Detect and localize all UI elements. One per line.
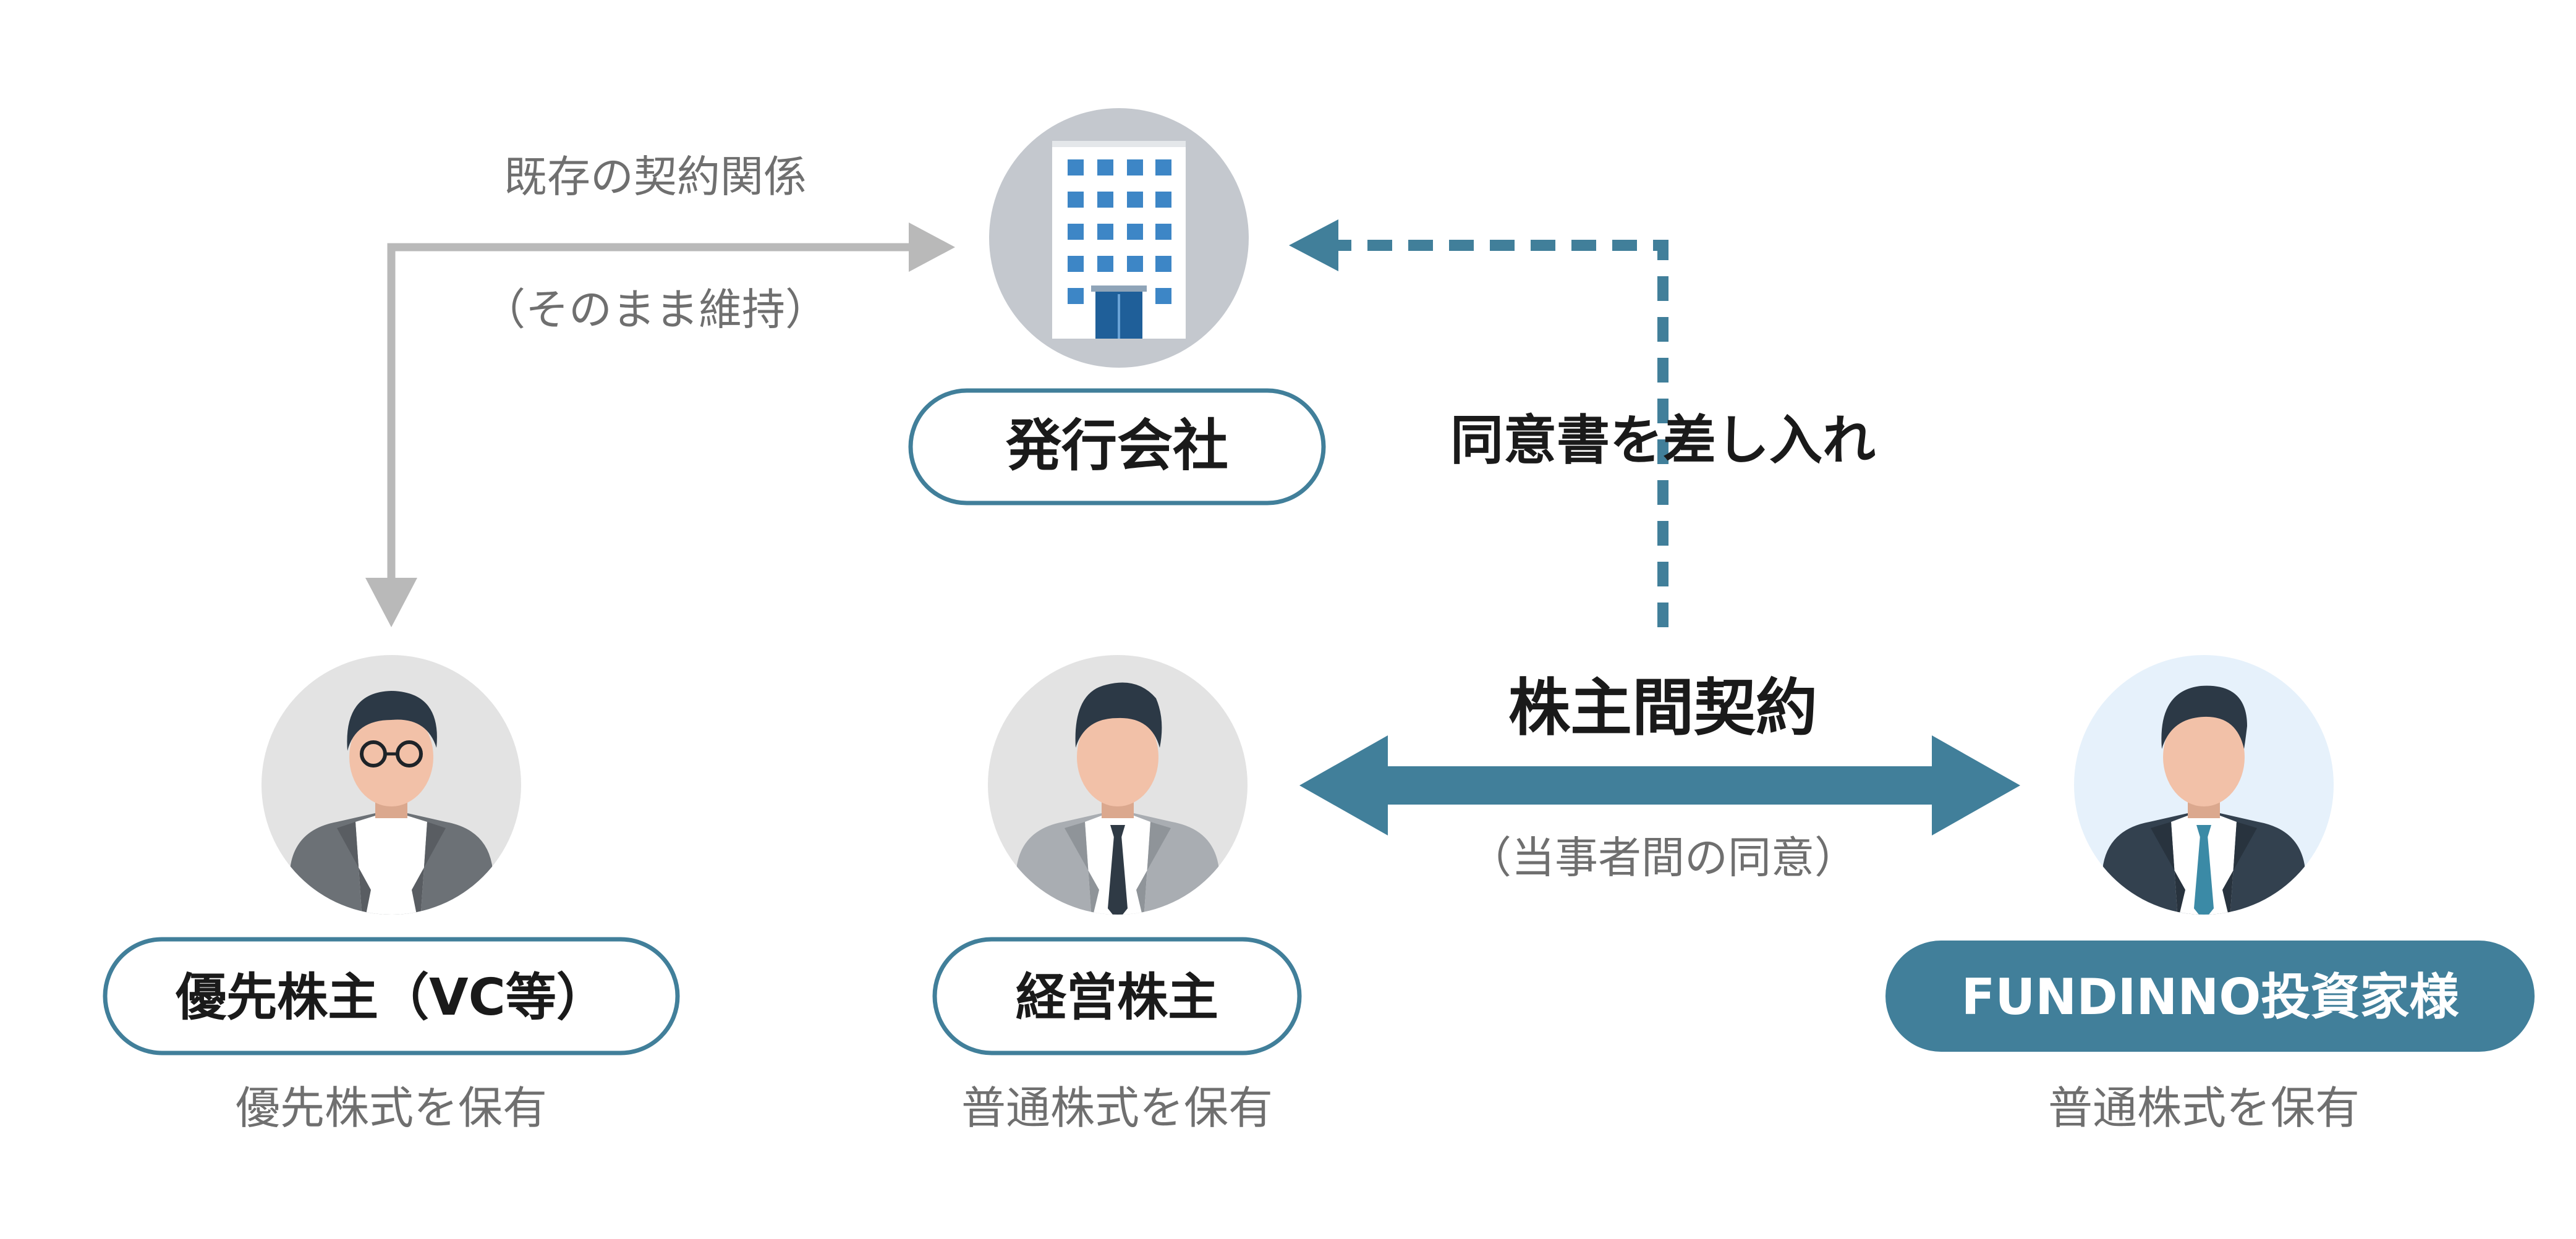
person-glasses-icon xyxy=(261,655,521,915)
businessman-icon xyxy=(988,655,1248,915)
management-shareholder-holding: 普通株式を保有 xyxy=(961,1082,1273,1134)
preferred-shareholder-holding: 優先株式を保有 xyxy=(236,1082,547,1134)
preferred-shareholder-pill xyxy=(103,937,680,1055)
investor-icon xyxy=(2074,655,2334,915)
investor-holding: 普通株式を保有 xyxy=(2048,1082,2360,1134)
existing-relationship-note: （そのまま維持） xyxy=(482,284,828,335)
office-building-icon xyxy=(989,108,1249,368)
shareholder-agreement-note: （当事者間の同意） xyxy=(1468,832,1858,883)
management-shareholder-pill xyxy=(932,937,1302,1055)
shareholder-agreement-title: 株主間契約 xyxy=(1508,672,1817,744)
investor-pill xyxy=(1885,941,2535,1052)
consent-label: 同意書を差し入れ xyxy=(1450,410,1876,471)
investor-label: FUNDINNO投資家様 xyxy=(1962,968,2460,1026)
consent-dashed-arrow xyxy=(1289,219,1668,627)
management-shareholder-label: 経営株主 xyxy=(1016,968,1218,1027)
shareholder-agreement-arrow xyxy=(1299,735,2020,835)
preferred-shareholder-label: 優先株主（VC等） xyxy=(175,968,607,1027)
existing-relationship-label: 既存の契約関係 xyxy=(504,151,807,202)
issuer-label: 発行会社 xyxy=(1006,413,1228,478)
issuer-pill xyxy=(908,388,1326,505)
existing-relationship-arrow xyxy=(365,222,955,627)
